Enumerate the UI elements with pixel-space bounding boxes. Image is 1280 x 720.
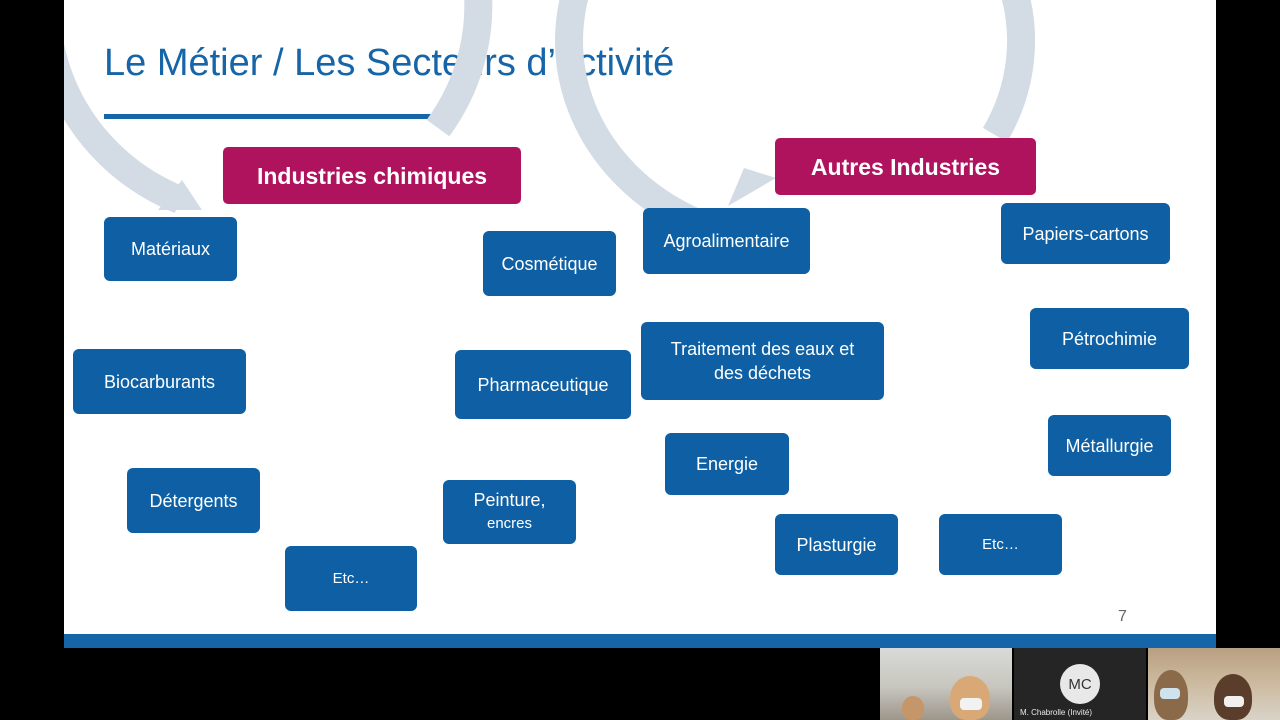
cosmetique-box: Cosmétique [483,231,616,296]
slide-number: 7 [1118,608,1127,626]
participant-face-mask [1160,688,1180,699]
petrochimie-box: Pétrochimie [1030,308,1189,369]
etc-box-right: Etc… [939,514,1062,575]
participant-video-tile-guest[interactable]: MC M. Chabrolle (Invité) [1014,648,1146,720]
detergents-box: Détergents [127,468,260,533]
plasturgie-box: Plasturgie [775,514,898,575]
participant-person [902,696,924,720]
metallurgie-box: Métallurgie [1048,415,1171,476]
papiers-cartons-box: Papiers-cartons [1001,203,1170,264]
biocarburants-box: Biocarburants [73,349,246,414]
energie-box: Energie [665,433,789,495]
slide-footer-bar [64,634,1216,648]
pharmaceutique-box: Pharmaceutique [455,350,631,419]
autres-industries-heading: Autres Industries [775,138,1036,195]
traitement-eaux-dechets-box: Traitement des eaux et des déchets [641,322,884,400]
guest-name-label: M. Chabrolle (Invité) [1020,708,1092,717]
presentation-slide: Le Métier / Les Secteurs d’activité Indu… [64,0,1216,648]
peinture-label: Peinture, [473,488,545,512]
guest-avatar: MC [1060,664,1100,704]
right-cycle-arrowhead [728,168,776,206]
participant-face-mask [960,698,982,710]
materiaux-box: Matériaux [104,217,237,281]
encres-label: encres [487,512,532,536]
participant-video-strip: MC M. Chabrolle (Invité) [880,648,1280,720]
participant-face-mask [1224,696,1244,707]
participant-video-tile[interactable] [1148,648,1280,720]
etc-box-left: Etc… [285,546,417,611]
industries-chimiques-heading: Industries chimiques [223,147,521,204]
agroalimentaire-box: Agroalimentaire [643,208,810,274]
peinture-encres-box: Peinture, encres [443,480,576,544]
participant-video-tile[interactable] [880,648,1012,720]
